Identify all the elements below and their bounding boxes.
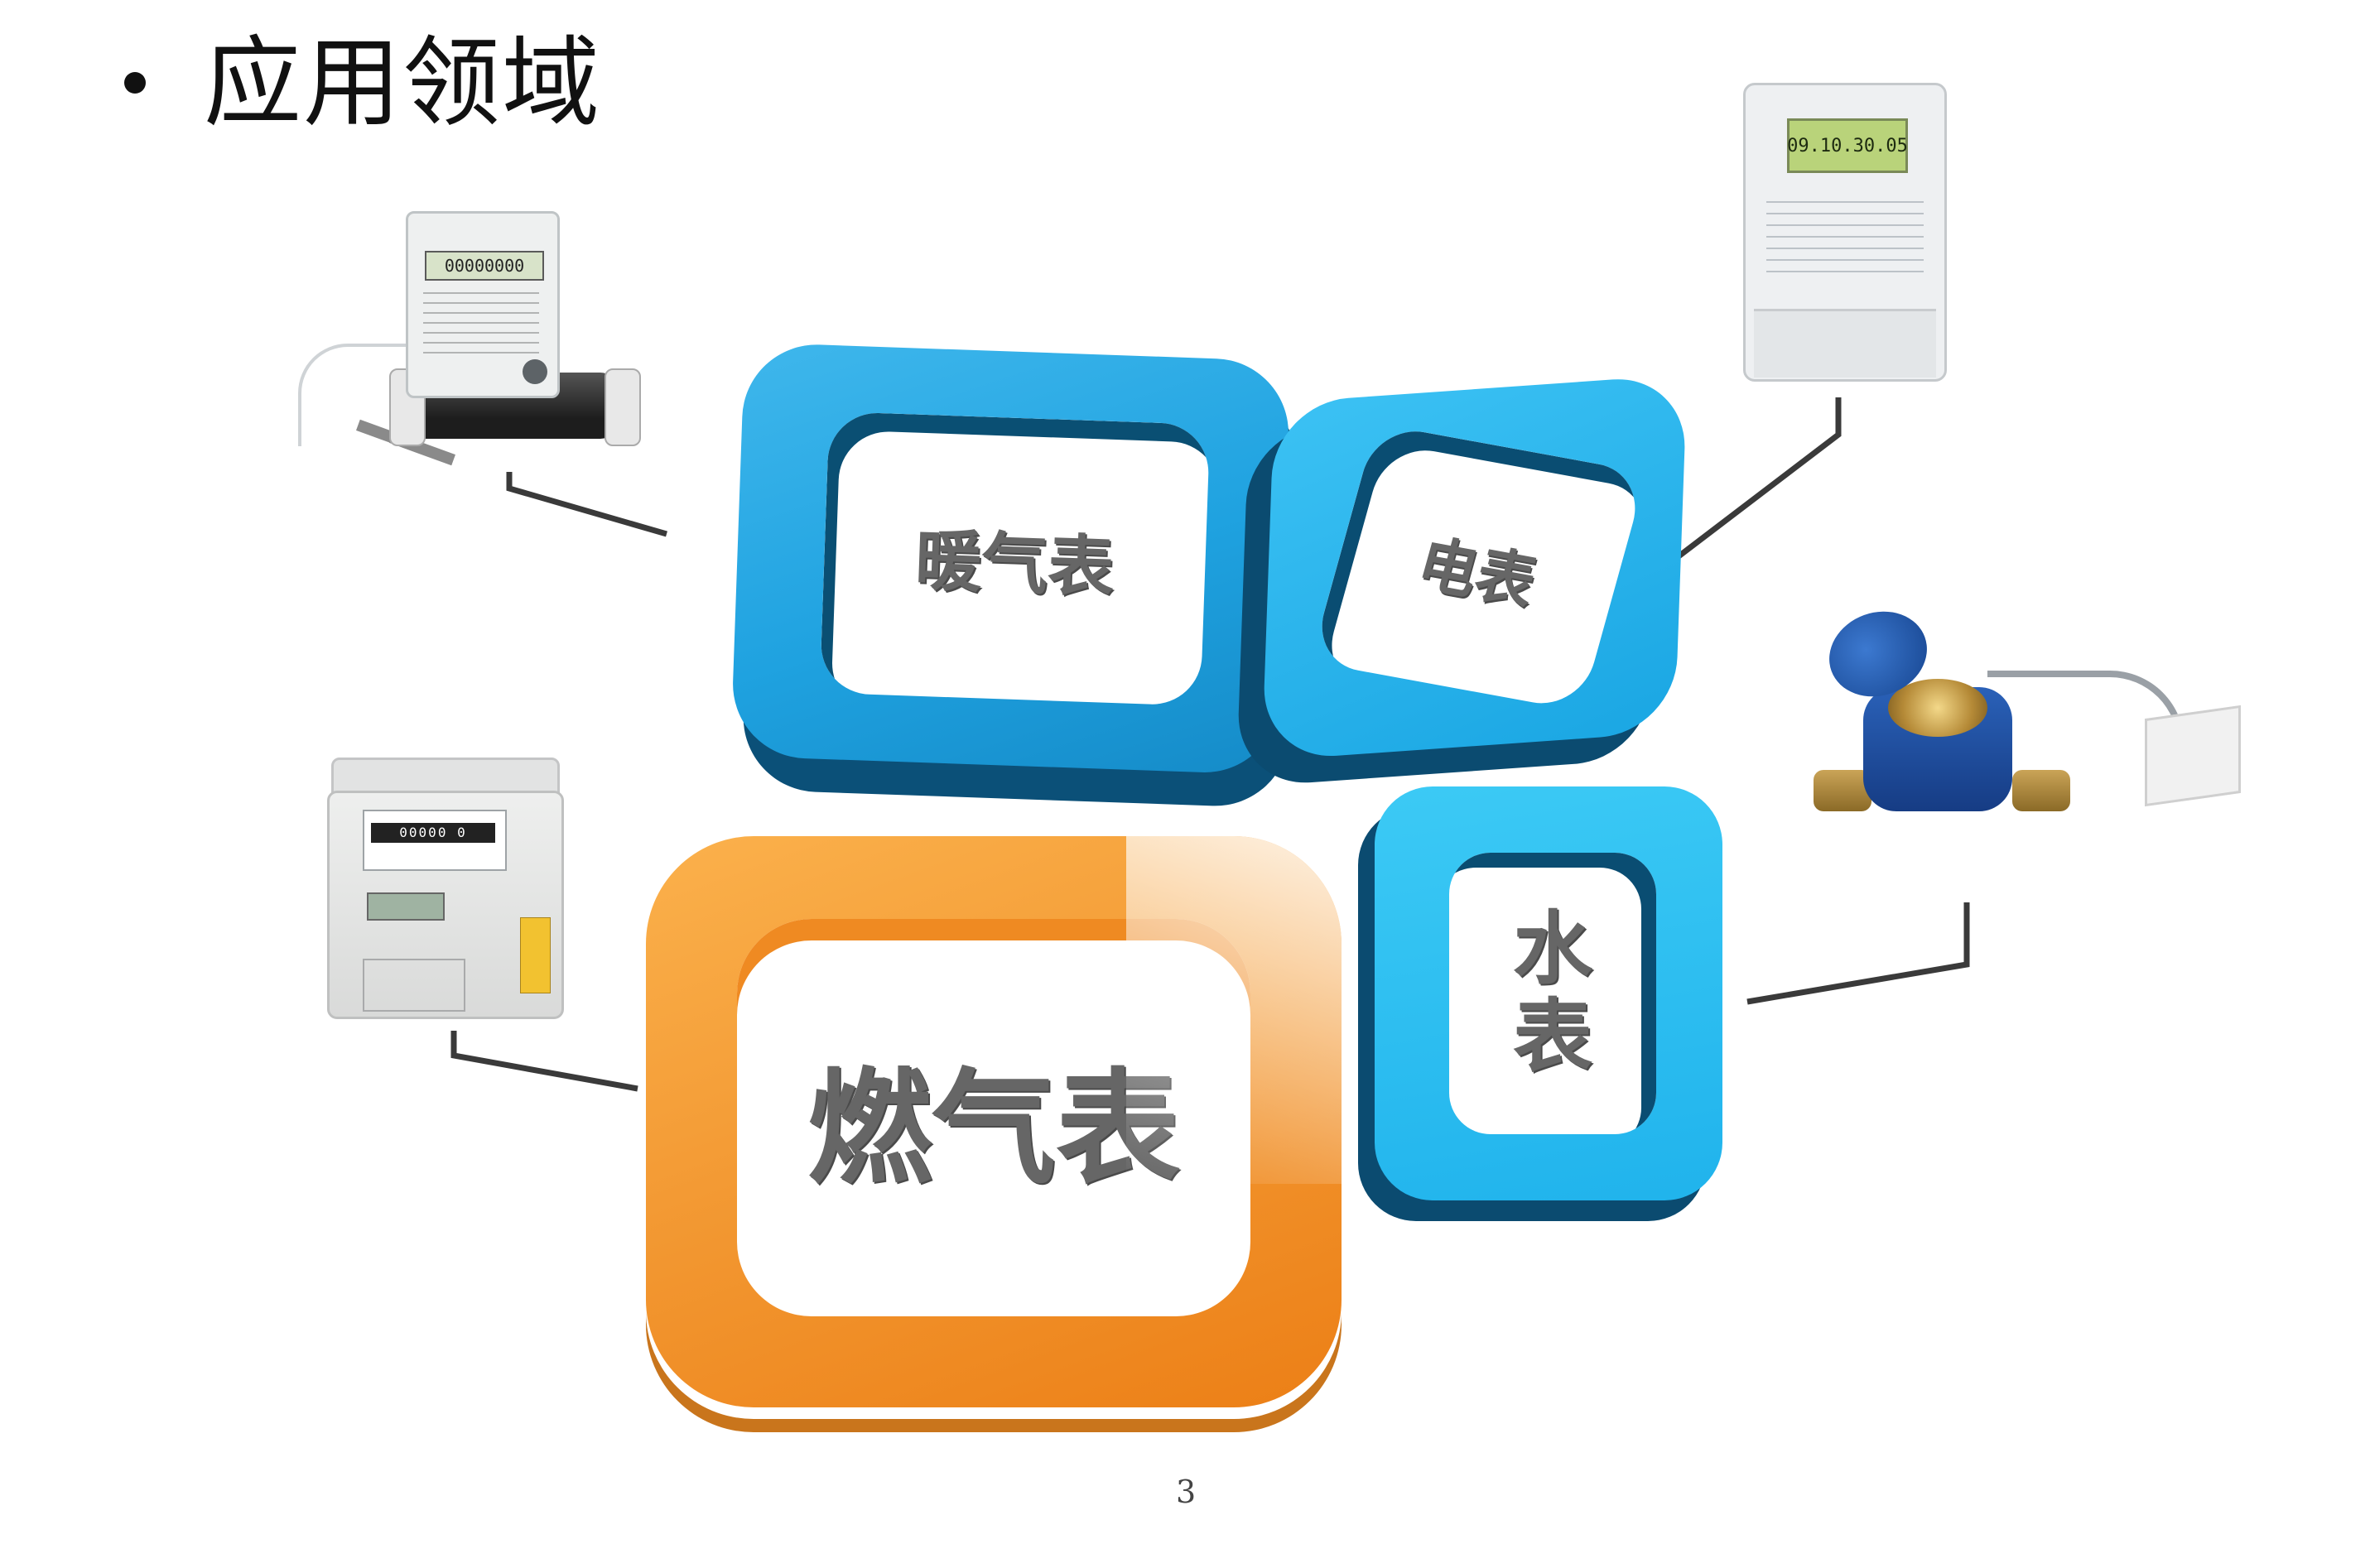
dial-ring bbox=[1888, 679, 1987, 737]
battery-door bbox=[363, 959, 465, 1012]
meter-body: 09.10.30.05 bbox=[1743, 83, 1947, 382]
lcd-display bbox=[367, 892, 445, 921]
tile-face: 水 表 bbox=[1375, 786, 1722, 1200]
connector-heat bbox=[506, 472, 667, 537]
gas-meter-photo-icon: 00000 0 bbox=[327, 758, 567, 1022]
tile-face: 电表 bbox=[1261, 374, 1688, 762]
brass-nut bbox=[2012, 770, 2070, 811]
water-meter-label: 水 表 bbox=[1449, 853, 1656, 1134]
meter-body: 00000000 bbox=[406, 211, 560, 398]
heat-meter-label: 暖气表 bbox=[819, 411, 1211, 706]
meter-body: 00000 0 bbox=[327, 791, 564, 1019]
junction-box bbox=[2145, 705, 2241, 807]
nameplate bbox=[1766, 201, 1924, 276]
tile-face: 暖气表 bbox=[730, 342, 1292, 776]
meter-display: 00000000 bbox=[425, 251, 544, 281]
electric-meter-tile: 电表 bbox=[1236, 373, 1704, 788]
water-label-char-2: 表 bbox=[1513, 990, 1592, 1083]
spec-text-lines bbox=[423, 292, 539, 358]
gas-meter-tile: 燃气表 bbox=[646, 836, 1350, 1432]
meter-button bbox=[523, 359, 547, 384]
gas-meter-label: 燃气表 bbox=[737, 919, 1250, 1316]
connector-water bbox=[1746, 902, 1970, 1005]
title-row: 应用领域 bbox=[124, 25, 601, 141]
counter-digits: 00000 0 bbox=[371, 823, 495, 843]
terminal-cover bbox=[1754, 309, 1936, 378]
water-label-char-1: 水 bbox=[1513, 902, 1592, 996]
warning-sticker bbox=[520, 917, 551, 993]
heat-meter-tile: 暖气表 bbox=[730, 342, 1308, 809]
connector-electric bbox=[1662, 397, 1842, 570]
water-meter-photo-icon bbox=[1814, 598, 2244, 878]
page-number: 3 bbox=[1176, 1474, 1197, 1510]
pipe-flange bbox=[605, 368, 641, 446]
bullet-icon bbox=[124, 72, 146, 94]
water-meter-tile: 水 表 bbox=[1358, 786, 1739, 1221]
connector-gas bbox=[450, 1031, 638, 1092]
meter-display: 09.10.30.05 bbox=[1787, 118, 1908, 173]
tile-face: 燃气表 bbox=[646, 836, 1342, 1407]
sensor-wire bbox=[298, 344, 434, 446]
electric-meter-photo-icon: 09.10.30.05 bbox=[1743, 83, 1947, 382]
counter-panel: 00000 0 bbox=[363, 810, 507, 871]
electric-meter-label: 电表 bbox=[1310, 423, 1647, 711]
heat-meter-photo-icon: 00000000 bbox=[298, 203, 646, 484]
slide-title: 应用领域 bbox=[204, 26, 602, 140]
brass-nut bbox=[1814, 770, 1871, 811]
